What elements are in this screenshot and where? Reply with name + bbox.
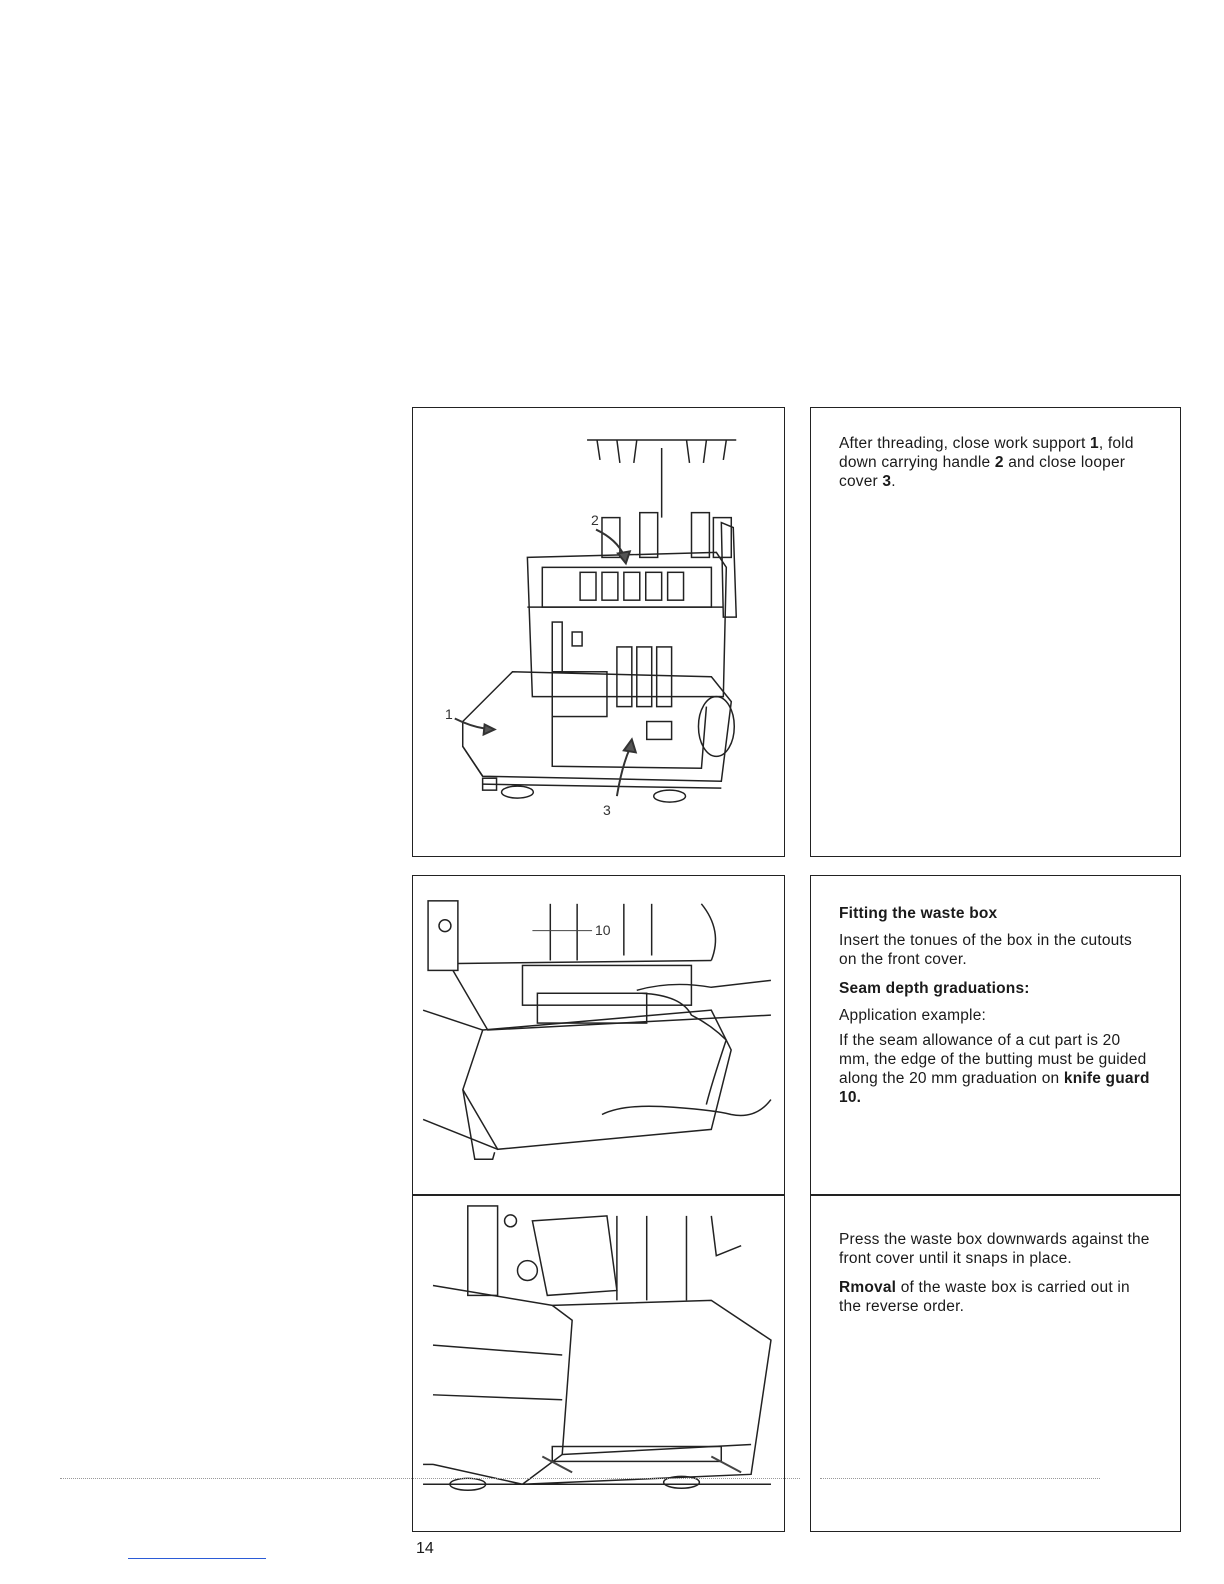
callout-1: 1 xyxy=(445,706,453,722)
page-number: 14 xyxy=(416,1540,434,1557)
instruction-press-waste-box: Press the waste box downwards against th… xyxy=(810,1195,1181,1532)
application-example-label: Application example: xyxy=(839,1007,987,1024)
instruction-fitting-waste-box: Fitting the waste box Insert the tonues … xyxy=(810,875,1181,1195)
waste-box-insert-illustration xyxy=(422,900,772,1160)
scan-line-right xyxy=(820,1478,1100,1479)
instruction-close-covers: After threading, close work support 1, f… xyxy=(810,407,1181,857)
knife-guard-ref: knife guard 10. xyxy=(839,1070,1150,1106)
callout-3: 3 xyxy=(603,802,611,818)
part-ref-3: 3 xyxy=(882,473,892,490)
overlocker-illustration xyxy=(454,439,738,803)
figure-overlocker-closed: 1 2 3 xyxy=(412,407,785,857)
figure-waste-box-fitted xyxy=(412,1195,785,1532)
footer-rule xyxy=(128,1558,266,1559)
waste-box-fitted-illustration xyxy=(423,1205,772,1491)
seam-depth-text: If the seam allowance of a cut part is 2… xyxy=(839,1032,1150,1106)
fitting-heading: Fitting the waste box xyxy=(839,905,998,922)
scan-line-left xyxy=(60,1478,800,1479)
removal-text: Rmoval of the waste box is carried out i… xyxy=(839,1279,1130,1315)
fitting-text: Insert the tonues of the box in the cuto… xyxy=(839,932,1132,968)
part-ref-2: 2 xyxy=(994,454,1004,471)
part-ref-1: 1 xyxy=(1090,435,1099,452)
press-text: Press the waste box downwards against th… xyxy=(839,1231,1150,1267)
close-covers-text: After threading, close work support 1, f… xyxy=(839,435,1134,490)
figure-insert-waste-box: 10 xyxy=(412,875,785,1195)
callout-2: 2 xyxy=(591,512,599,528)
callout-10: 10 xyxy=(595,922,611,938)
seam-depth-heading: Seam depth graduations: xyxy=(839,980,1030,997)
